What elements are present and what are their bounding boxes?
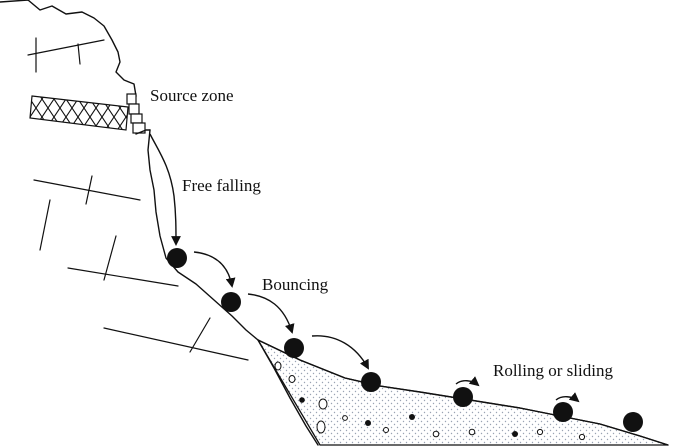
boulder-5	[453, 387, 473, 407]
trajectory-arrows	[149, 133, 580, 403]
label-free-falling: Free falling	[182, 176, 261, 195]
boulder-2	[221, 292, 241, 312]
boulder-1	[167, 248, 187, 268]
label-source-zone: Source zone	[150, 86, 234, 105]
weak-layer-hatch	[29, 95, 129, 131]
bedrock-boundary	[257, 339, 319, 446]
boulder-7	[623, 412, 643, 432]
free-fall-arrow	[149, 133, 181, 246]
cliff-top-outline	[0, 0, 137, 107]
rock-joints	[27, 37, 249, 361]
bounce-arrow-3	[311, 335, 369, 370]
source-zone-blocks	[126, 93, 151, 135]
bounce-arrow-2	[247, 293, 295, 334]
bounce-arrow-1	[193, 251, 236, 288]
boulders	[167, 248, 643, 432]
label-rolling-or-sliding: Rolling or sliding	[493, 361, 613, 380]
boulder-6	[553, 402, 573, 422]
talus-clasts	[274, 361, 586, 441]
roll-arrow-2	[555, 392, 580, 403]
label-bouncing: Bouncing	[262, 275, 329, 294]
boulder-4	[361, 372, 381, 392]
roll-arrow-1	[455, 376, 480, 387]
boulder-3	[284, 338, 304, 358]
slope-profile	[147, 129, 669, 446]
